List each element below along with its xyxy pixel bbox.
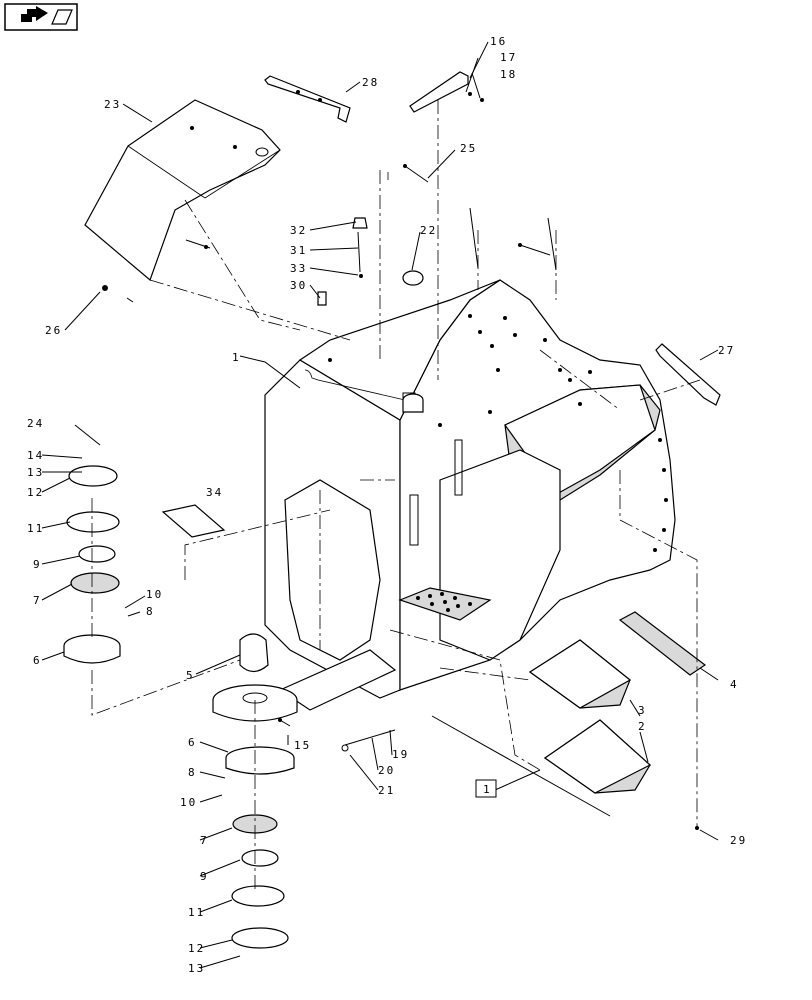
callout-7-lower: 7 bbox=[200, 834, 209, 847]
callout-labels: 1 2 3 4 5 6 6 7 7 8 8 9 9 10 10 11 11 12… bbox=[27, 35, 747, 975]
callout-23: 23 bbox=[104, 98, 121, 111]
boxed-reference[interactable]: 1 bbox=[475, 779, 497, 798]
callout-8-upper: 8 bbox=[146, 605, 155, 618]
leader-lines bbox=[41, 41, 719, 969]
callout-31: 31 bbox=[290, 244, 307, 257]
callout-16: 16 bbox=[490, 35, 507, 48]
decal-part-34 bbox=[161, 504, 226, 538]
callout-11-lower: 11 bbox=[188, 906, 205, 919]
callout-10-lower: 10 bbox=[180, 796, 197, 809]
callout-20: 20 bbox=[378, 764, 395, 777]
callout-9-upper: 9 bbox=[33, 558, 42, 571]
callout-28: 28 bbox=[362, 76, 379, 89]
callout-2: 2 bbox=[638, 720, 647, 733]
filler-cap-part-22 bbox=[402, 270, 424, 413]
alignment-lines bbox=[91, 100, 701, 890]
callout-3: 3 bbox=[638, 704, 647, 717]
fender-cover-part-23 bbox=[84, 99, 281, 282]
callout-29: 29 bbox=[730, 834, 747, 847]
bolts-hardware bbox=[102, 164, 699, 830]
plate-part-4 bbox=[618, 611, 707, 676]
callout-9-lower: 9 bbox=[200, 870, 209, 883]
callout-25: 25 bbox=[460, 142, 477, 155]
return-to-index-arrow-icon bbox=[21, 6, 73, 25]
callout-21: 21 bbox=[378, 784, 395, 797]
pin-parts-19-21 bbox=[278, 718, 396, 752]
callout-17: 17 bbox=[500, 51, 517, 64]
callout-24: 24 bbox=[27, 417, 44, 430]
callout-11-upper: 11 bbox=[27, 522, 44, 535]
bracket-part-16 bbox=[409, 71, 484, 113]
callout-13-lower: 13 bbox=[188, 962, 205, 975]
callout-27: 27 bbox=[718, 344, 735, 357]
return-to-index-button[interactable] bbox=[4, 3, 78, 31]
callout-5: 5 bbox=[186, 669, 195, 682]
callout-4: 4 bbox=[730, 678, 739, 691]
step-part-2 bbox=[543, 719, 652, 794]
callout-6-upper: 6 bbox=[33, 654, 42, 667]
boxed-reference-label: 1 bbox=[483, 783, 492, 796]
lower-bearing-stack bbox=[225, 746, 295, 949]
callout-12-lower: 12 bbox=[188, 942, 205, 955]
dipstick-parts-30-33 bbox=[317, 217, 368, 306]
callout-15: 15 bbox=[294, 739, 311, 752]
bracket-part-28 bbox=[264, 75, 351, 123]
callout-33: 33 bbox=[290, 262, 307, 275]
callout-32: 32 bbox=[290, 224, 307, 237]
callout-6-lower: 6 bbox=[188, 736, 197, 749]
callout-12-upper: 12 bbox=[27, 486, 44, 499]
bracket-part-27 bbox=[655, 343, 721, 406]
callout-18: 18 bbox=[500, 68, 517, 81]
callout-14: 14 bbox=[27, 449, 44, 462]
bushing-part-5 bbox=[239, 633, 269, 673]
callout-13-upper: 13 bbox=[27, 466, 44, 479]
callout-1: 1 bbox=[232, 351, 241, 364]
callout-34: 34 bbox=[206, 486, 223, 499]
upper-bearing-stack bbox=[63, 465, 121, 664]
callout-19: 19 bbox=[392, 748, 409, 761]
callout-22: 22 bbox=[420, 224, 437, 237]
callout-7-upper: 7 bbox=[33, 594, 42, 607]
step-part-3 bbox=[528, 639, 632, 709]
callout-30: 30 bbox=[290, 279, 307, 292]
callout-10-upper: 10 bbox=[146, 588, 163, 601]
main-frame-body bbox=[264, 279, 676, 711]
callout-8-lower: 8 bbox=[188, 766, 197, 779]
callout-26: 26 bbox=[45, 324, 62, 337]
